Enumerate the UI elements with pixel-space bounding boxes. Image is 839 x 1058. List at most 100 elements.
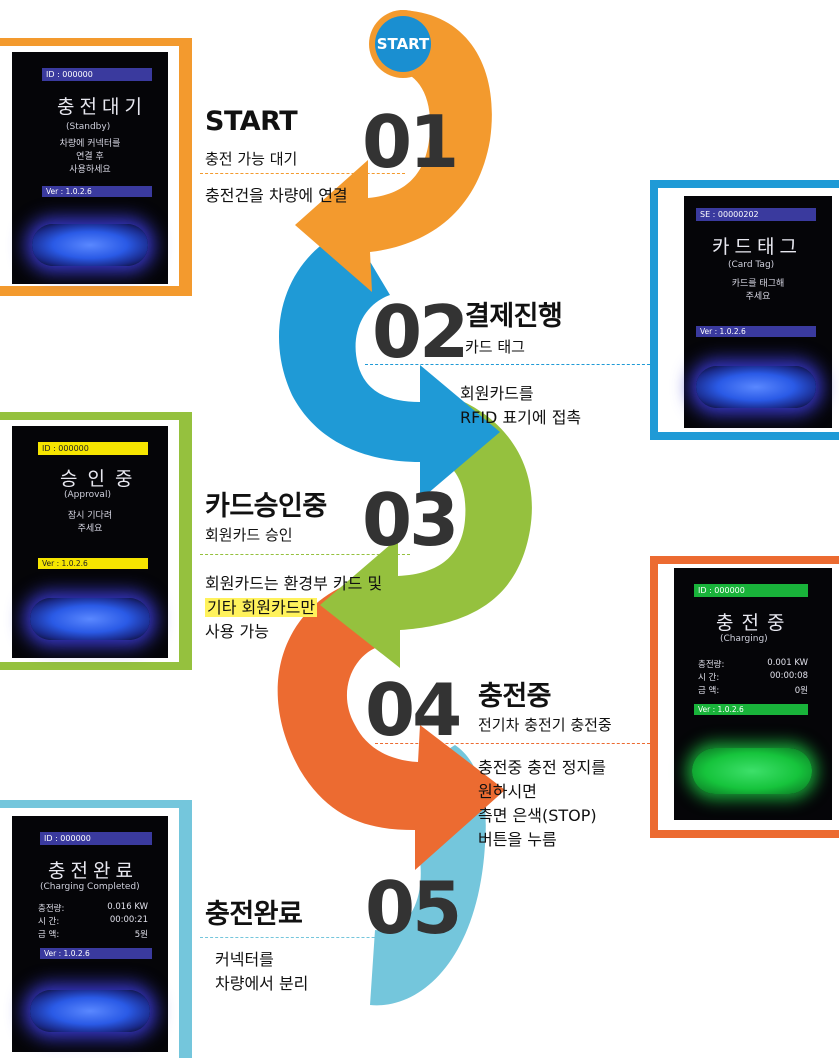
device-1-title-en: (Standby) xyxy=(66,122,111,132)
device-2-message: 카드를 태그해 주세요 xyxy=(712,278,804,304)
device-3-version-bar: Ver : 1.0.2.6 xyxy=(38,558,148,569)
step-4-description-line: 측면 은색(STOP) xyxy=(478,806,597,825)
device-5-row-label: 금 액: xyxy=(38,930,60,940)
device-5-row-value: 0.016 KW xyxy=(107,902,148,912)
start-badge-label: START xyxy=(376,35,430,53)
flow-segment-3 xyxy=(320,398,532,668)
device-5-version-bar: Ver : 1.0.2.6 xyxy=(40,948,152,959)
device-5-row: 충전량: 0.016 KW xyxy=(38,902,148,914)
device-1-version-bar: Ver : 1.0.2.6 xyxy=(42,186,152,197)
flow-segment-2 xyxy=(279,228,500,500)
device-4-version-bar: Ver : 1.0.2.6 xyxy=(694,704,808,715)
device-3-message-line: 주세요 xyxy=(77,524,103,534)
device-4-id-bar: ID : 000000 xyxy=(694,584,808,597)
step-5-number: 05 xyxy=(365,866,462,950)
device-5-button xyxy=(30,990,150,1032)
device-5-title: 충전완료 xyxy=(48,860,138,882)
step-5-description-line: 차량에서 분리 xyxy=(215,974,309,993)
device-5-row-label: 충전량: xyxy=(38,904,65,914)
device-1-message-line: 연결 후 xyxy=(76,152,104,162)
device-2-id-bar: SE : 00000202 xyxy=(696,208,816,221)
step-1-number: 01 xyxy=(362,100,459,184)
device-3-title-en: (Approval) xyxy=(64,490,111,500)
device-5-id-bar: ID : 000000 xyxy=(40,832,152,845)
step-2-number: 02 xyxy=(372,290,469,374)
device-5-row: 금 액: 5원 xyxy=(38,928,148,940)
step-1-description-line: 충전건을 차량에 연결 xyxy=(205,186,348,205)
device-2-button xyxy=(696,366,816,408)
device-5-row-value: 00:00:21 xyxy=(109,915,148,925)
device-2-title: 카드태그 xyxy=(712,236,802,258)
step-3-description-line: 사용 가능 xyxy=(205,622,269,641)
step-2-title: 결제진행 xyxy=(465,301,563,332)
step-4-number: 04 xyxy=(365,668,462,752)
step-3-number: 03 xyxy=(362,478,459,562)
divider-step-1 xyxy=(200,173,405,174)
device-4-title-en: (Charging) xyxy=(720,634,768,644)
device-5-row-value: 5원 xyxy=(134,930,148,940)
device-1-button xyxy=(32,224,148,266)
step-1-subtitle: 충전 가능 대기 xyxy=(205,150,298,168)
device-1-message-line: 차량에 커넥터를 xyxy=(59,139,121,149)
device-1-screen: ID : 000000 충전대기 (Standby) 차량에 커넥터를 연결 후… xyxy=(12,52,168,284)
divider-step-2 xyxy=(365,364,655,365)
step-4-description-line: 버튼을 누름 xyxy=(478,830,557,849)
step-2-subtitle: 카드 태그 xyxy=(465,338,525,356)
step-4-description-line: 충전중 충전 정지를 xyxy=(478,758,606,777)
device-4-title: 충전중 xyxy=(716,612,793,634)
device-4-row-value: 0원 xyxy=(794,686,808,696)
device-4-row-value: 00:00:08 xyxy=(769,671,808,681)
device-4-screen: ID : 000000 충전중 (Charging) 충전량: 0.001 KW… xyxy=(674,568,832,820)
step-3-description-highlight: 기타 회원카드만 xyxy=(205,598,318,617)
device-3-message: 잠시 기다려 주세요 xyxy=(50,510,130,536)
device-4-row: 금 액: 0원 xyxy=(698,684,808,696)
divider-step-5 xyxy=(200,937,420,938)
step-1-title: START xyxy=(205,106,298,137)
device-2-message-line: 주세요 xyxy=(745,292,771,302)
device-1-message-line: 사용하세요 xyxy=(69,165,111,175)
device-3-message-line: 잠시 기다려 xyxy=(67,511,113,521)
device-1-title: 충전대기 xyxy=(57,96,147,118)
device-5-row: 시 간: 00:00:21 xyxy=(38,915,148,927)
device-2-screen: SE : 00000202 카드태그 (Card Tag) 카드를 태그해 주세… xyxy=(684,196,832,428)
device-4-button xyxy=(692,748,812,794)
step-5-description: 커넥터를 차량에서 분리 xyxy=(215,948,308,996)
device-2-title-en: (Card Tag) xyxy=(728,260,775,270)
flow-segment-4 xyxy=(277,580,505,870)
step-2-description-line: RFID 표기에 접촉 xyxy=(460,408,582,427)
step-2-description: 회원카드를 RFID 표기에 접촉 xyxy=(460,382,581,430)
device-1-id-bar: ID : 000000 xyxy=(42,68,152,81)
step-3-description-line: 회원카드는 환경부 카드 및 xyxy=(205,574,383,593)
divider-step-4 xyxy=(375,743,650,744)
device-2-version-bar: Ver : 1.0.2.6 xyxy=(696,326,816,337)
device-3-id-bar: ID : 000000 xyxy=(38,442,148,455)
step-3-description: 회원카드는 환경부 카드 및 기타 회원카드만 사용 가능 xyxy=(205,572,382,644)
step-4-title: 충전중 xyxy=(478,681,552,712)
device-4-row: 충전량: 0.001 KW xyxy=(698,658,808,670)
device-4-row-value: 0.001 KW xyxy=(767,658,808,668)
step-3-title: 카드승인중 xyxy=(205,491,327,522)
device-2-message-line: 카드를 태그해 xyxy=(731,279,785,289)
flow-segment-1 xyxy=(295,10,492,292)
device-3-button xyxy=(30,598,150,640)
step-4-subtitle: 전기차 충전기 충전중 xyxy=(478,716,612,734)
device-4-row-label: 금 액: xyxy=(698,686,720,696)
device-5-row-label: 시 간: xyxy=(38,917,60,927)
device-5-title-en: (Charging Completed) xyxy=(40,882,140,892)
device-3-title: 승인중 xyxy=(60,468,143,490)
device-3-screen: ID : 000000 승인중 (Approval) 잠시 기다려 주세요 Ve… xyxy=(12,426,168,658)
device-4-row-label: 시 간: xyxy=(698,673,720,683)
divider-step-3 xyxy=(200,554,410,555)
device-4-row: 시 간: 00:00:08 xyxy=(698,671,808,683)
step-5-description-line: 커넥터를 xyxy=(215,950,274,969)
step-2-description-line: 회원카드를 xyxy=(460,384,534,403)
device-5-screen: ID : 000000 충전완료 (Charging Completed) 충전… xyxy=(12,816,168,1052)
step-5-title: 충전완료 xyxy=(205,899,303,930)
step-1-description: 충전건을 차량에 연결 xyxy=(205,184,348,208)
step-4-description-line: 원하시면 xyxy=(478,782,537,801)
step-3-subtitle: 회원카드 승인 xyxy=(205,526,293,544)
device-4-row-label: 충전량: xyxy=(698,660,725,670)
step-4-description: 충전중 충전 정지를 원하시면 측면 은색(STOP) 버튼을 누름 xyxy=(478,756,606,852)
device-1-message: 차량에 커넥터를 연결 후 사용하세요 xyxy=(50,138,130,177)
